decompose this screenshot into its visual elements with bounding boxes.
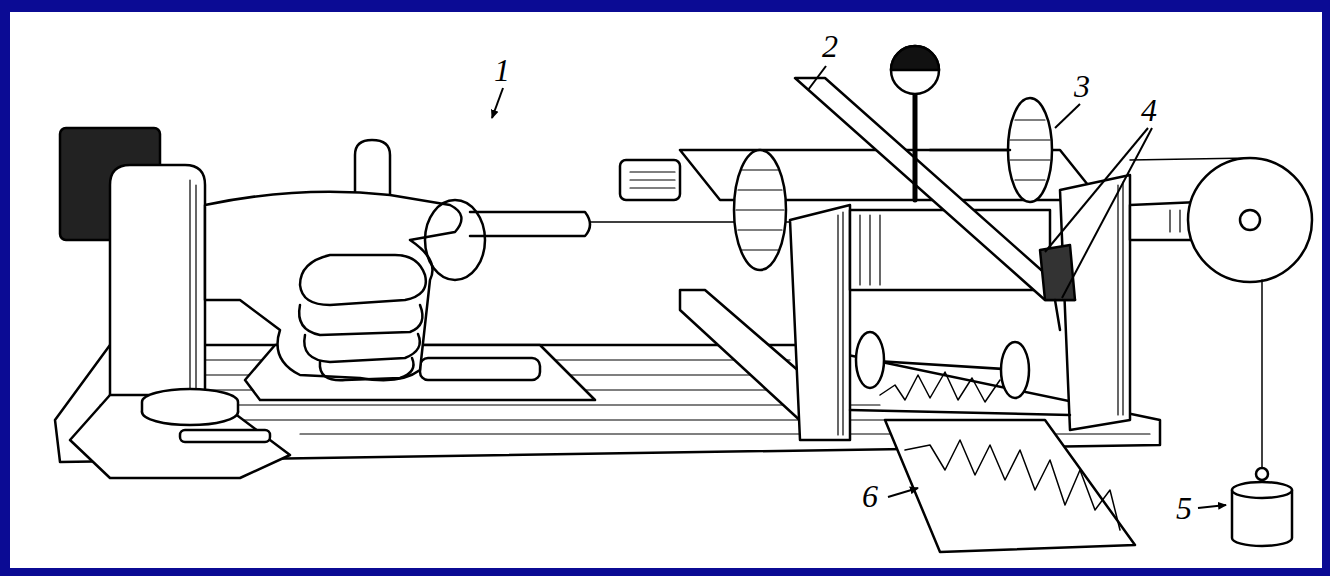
gear-wheel xyxy=(734,150,786,270)
callout-number: 5 xyxy=(1176,492,1192,524)
frame-plate xyxy=(790,205,850,440)
knob-shade xyxy=(891,46,939,70)
roller-wheel xyxy=(856,332,884,388)
cord xyxy=(1130,158,1250,160)
wheel xyxy=(1008,98,1052,202)
callout-number: 6 xyxy=(862,480,878,512)
cord xyxy=(1261,280,1263,470)
pen-tip xyxy=(1055,300,1060,330)
frame-plate xyxy=(1060,175,1130,430)
weight-hook xyxy=(1256,468,1268,480)
finger-ring xyxy=(470,212,590,236)
clamp-block xyxy=(620,160,680,200)
lever xyxy=(795,78,1075,300)
finger xyxy=(299,305,422,335)
white-panel xyxy=(10,12,1322,568)
roller-wheel xyxy=(1001,342,1029,398)
pulley-hub xyxy=(1240,210,1260,230)
finger-ring-loop xyxy=(425,200,485,280)
callout-number: 4 xyxy=(1141,94,1157,126)
paper-strip xyxy=(885,420,1135,552)
callout-number: 3 xyxy=(1074,70,1090,102)
weight-top xyxy=(1232,482,1292,498)
leader-line xyxy=(1055,104,1080,128)
leader-line xyxy=(808,66,826,90)
callout-number: 2 xyxy=(822,30,838,62)
ergogram-trace xyxy=(905,440,1120,530)
leader-line xyxy=(1062,128,1152,298)
knob-ball xyxy=(891,46,939,94)
ergogram-trace xyxy=(880,372,1000,402)
bottom-bar xyxy=(850,410,1070,415)
leader-line xyxy=(888,488,918,497)
callout-number: 1 xyxy=(494,54,510,86)
foot-slot xyxy=(180,430,270,442)
left-stand xyxy=(110,165,205,400)
finger xyxy=(320,358,414,380)
hand xyxy=(205,192,461,381)
plate-slot xyxy=(420,358,540,380)
finger xyxy=(300,255,426,305)
knob-stem xyxy=(913,90,918,200)
leader-line xyxy=(1198,505,1226,508)
axle xyxy=(930,149,1010,152)
leader-line xyxy=(492,88,503,118)
pulley-wheel xyxy=(1188,158,1312,282)
finger xyxy=(304,334,420,362)
pen xyxy=(1040,245,1075,300)
clamp-knob-top xyxy=(142,389,238,412)
